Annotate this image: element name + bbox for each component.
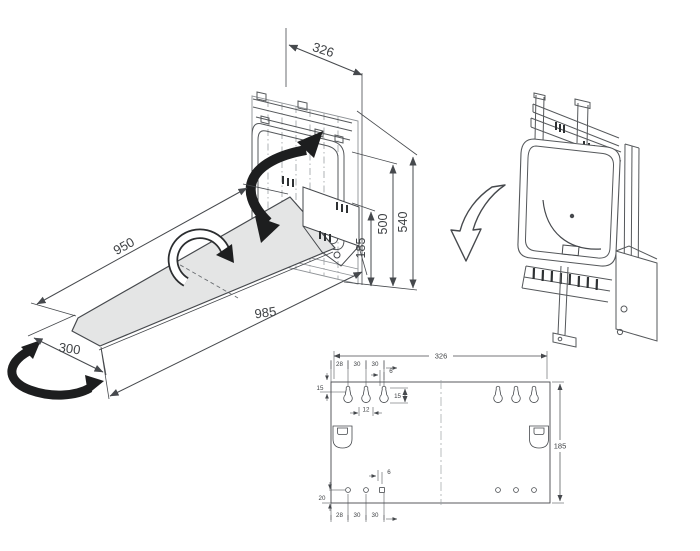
dim-985: 985: [254, 304, 278, 322]
bottom-holes: [345, 487, 537, 493]
plate-outline: [330, 381, 551, 504]
plate-pitch-28: 28: [336, 361, 343, 368]
dim-540: 540: [396, 212, 410, 233]
fold-down-arrow: [245, 131, 323, 243]
plate-pitch-30a: 30: [354, 361, 361, 368]
d-cutout-left: [332, 425, 353, 449]
plate-slot-12: 12: [363, 407, 370, 414]
ironing-board: [71, 196, 336, 351]
center-bolt: [569, 213, 575, 219]
plate-bpitch-28: 28: [336, 512, 343, 519]
folded-view: [450, 92, 658, 348]
dim-326-top: 326: [311, 39, 336, 60]
deployed-view: 326 540 500 185 950 985 300: [7, 28, 418, 400]
latch-handle: [561, 244, 580, 257]
plate-hole-6: 6: [387, 469, 391, 476]
plate-edge-15: 15: [317, 385, 324, 392]
rail-foot: [552, 265, 577, 348]
plate-dim-326: 326: [435, 352, 448, 361]
dim-950: 950: [111, 234, 137, 258]
top-slats: [252, 91, 353, 144]
deployed-dimensions: 326 540 500 185 950 985 300: [27, 28, 418, 400]
dim-185-bracket: 185: [354, 238, 368, 259]
hatch-marks: [282, 176, 348, 242]
dim-300: 300: [58, 340, 82, 358]
plate-dim-185: 185: [554, 442, 567, 451]
cord: [542, 199, 602, 250]
plate-bpitch-30a: 30: [354, 512, 361, 519]
plate-pitch-30b: 30: [372, 361, 379, 368]
plate-bpitch-30b: 30: [372, 512, 379, 519]
d-cutout-right: [529, 425, 549, 449]
mounting-plate-drawing: 326 185 28 30 30 6 15: [317, 351, 567, 522]
pivot-bolt: [333, 251, 341, 259]
plate-offset-6: 6: [389, 368, 393, 375]
wall-bracket: [615, 245, 658, 342]
plate-slot-15: 15: [394, 393, 401, 400]
dim-500: 500: [376, 214, 390, 235]
support-bracket: [302, 186, 360, 267]
fold-open-arrow: [450, 184, 506, 262]
folded-frame: [517, 138, 621, 267]
plate-edge-20: 20: [319, 495, 326, 502]
plate-dimensions: 326 185 28 30 30 6 15: [317, 351, 567, 522]
